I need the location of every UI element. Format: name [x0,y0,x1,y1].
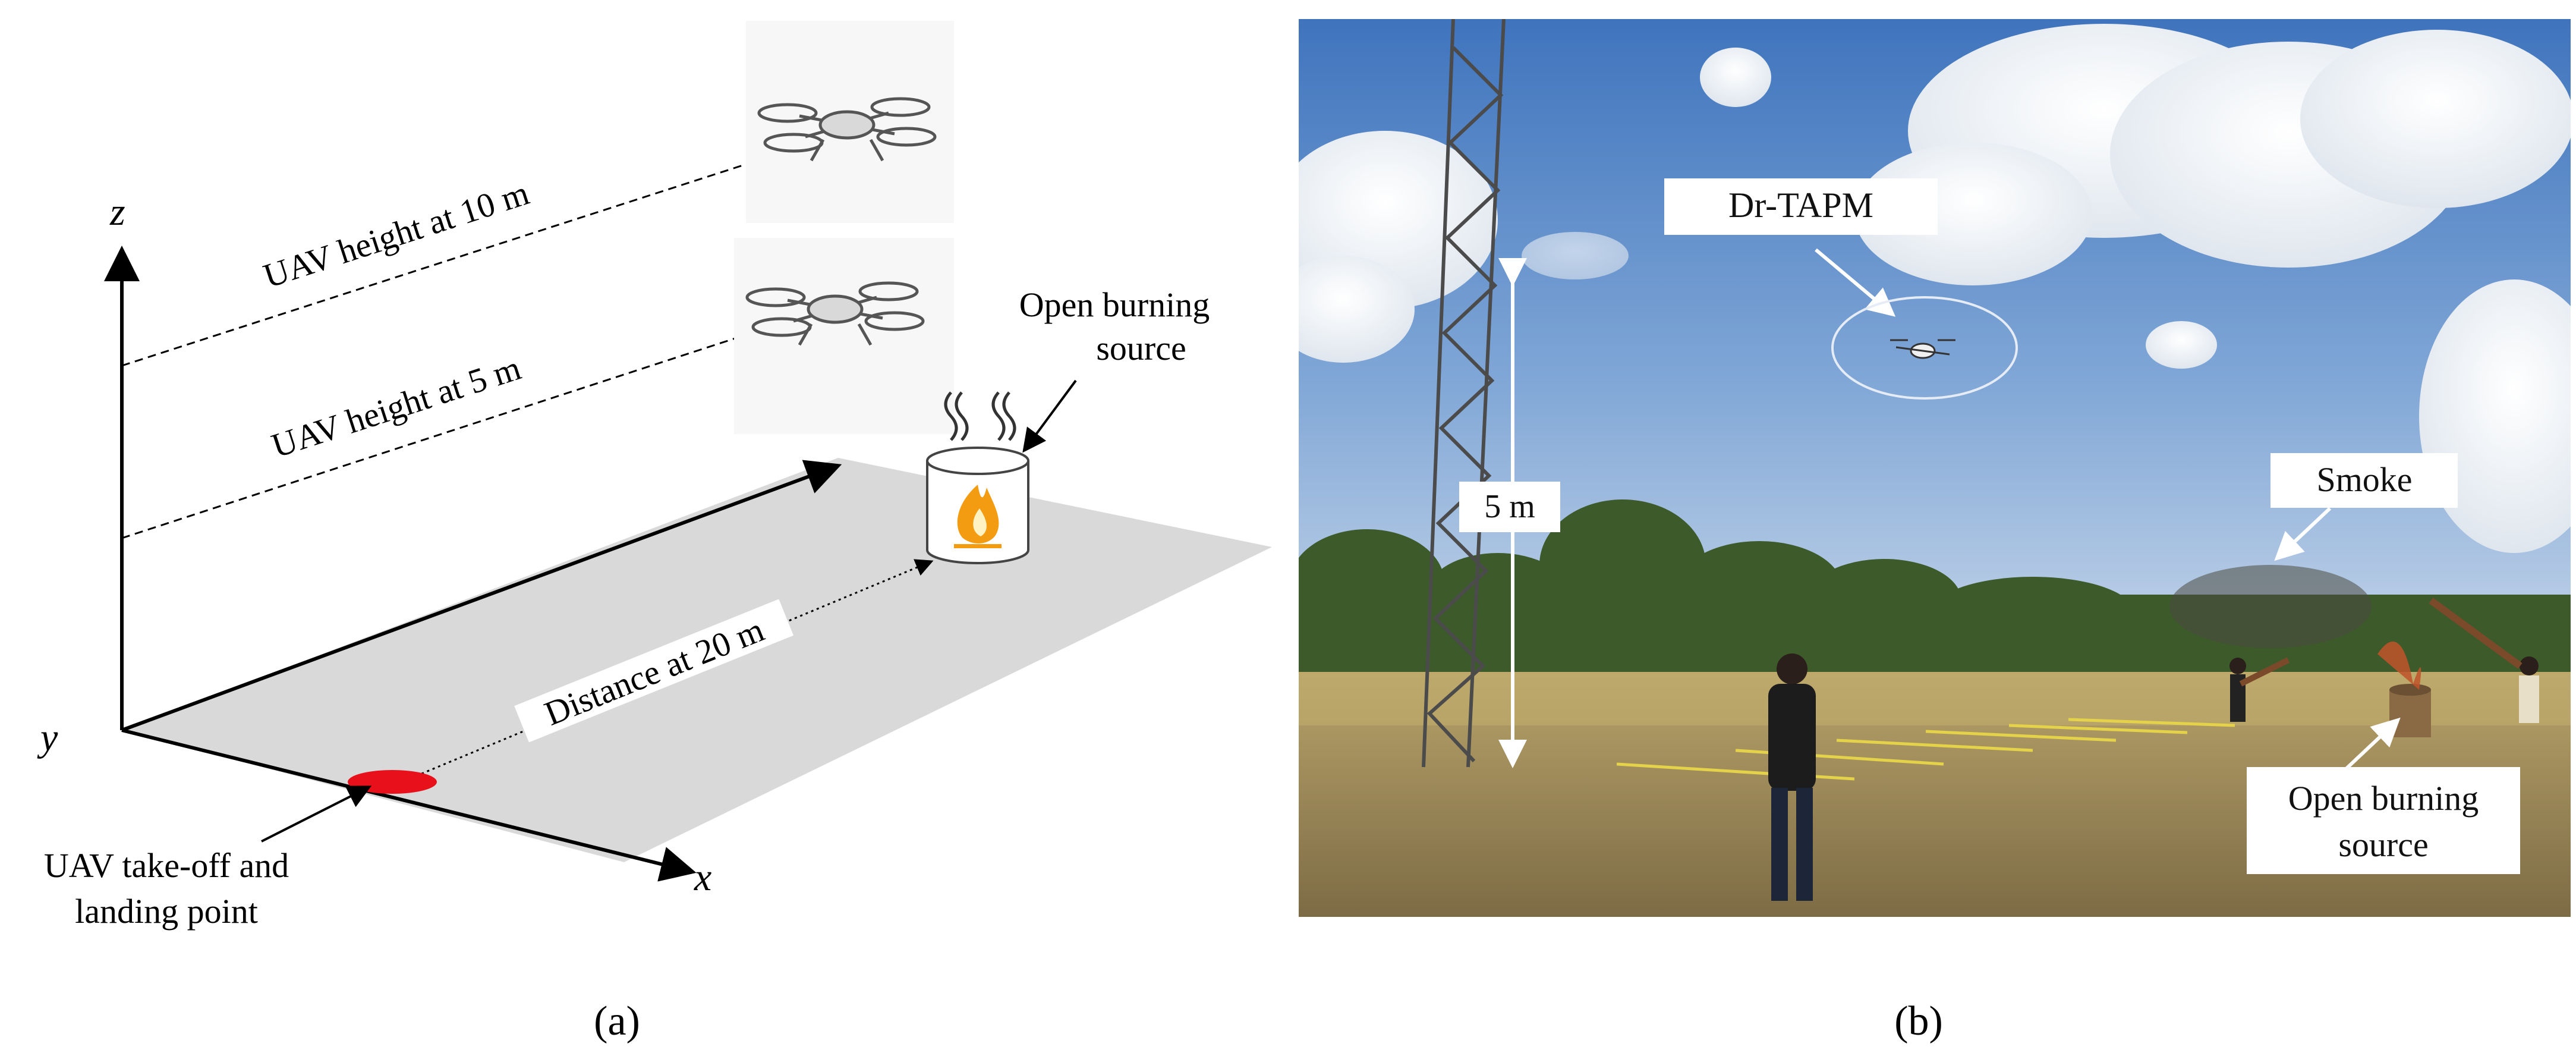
height-10-line [121,156,767,367]
source-label-line2: source [2338,825,2428,864]
drone-image-5m [734,238,954,434]
panel-a-diagram: z y x UAV height at 10 m UAV height at 5… [37,21,1272,1044]
lattice-tower [1422,19,1506,768]
takeoff-pointer [261,785,372,843]
y-axis-arrow [121,460,842,732]
source-label-line1: Open burning [2288,779,2479,818]
source-pointer [2343,717,2401,772]
workers [2229,598,2539,723]
source-pointer [1022,379,1077,453]
x-axis-label: x [694,856,711,899]
distance-line [415,559,934,777]
source-label-line2: source [1096,329,1186,367]
drone-image-10m [746,21,954,223]
drone-icon [1890,339,1955,359]
drone-icon [745,281,925,346]
device-highlight [1831,296,2018,400]
smoke-pointer [2274,507,2332,561]
smoke-label: Smoke [2316,460,2412,499]
x-axis [121,728,697,882]
takeoff-label-line2: landing point [75,892,258,931]
burning-source-icon [926,391,1029,564]
takeoff-label-line1: UAV take-off and [44,846,289,885]
source-label-line1: Open burning [1019,285,1210,324]
panel-a-caption: (a) [594,998,640,1044]
y-axis-label: y [37,716,58,759]
height-5-line [121,329,761,539]
operator-person [1768,653,1816,901]
panel-b-photo: 5 m Dr-TAPM Smoke Open burning source (b… [1299,19,2571,1044]
height-label: 5 m [1484,488,1535,525]
drone-icon [757,97,937,162]
height-5-label: UAV height at 5 m [267,348,525,466]
device-pointer [1815,248,1896,317]
panel-b-caption: (b) [1894,998,1943,1044]
smoke-cloud [2169,565,2372,648]
burning-barrel [2377,641,2431,737]
z-axis-label: z [109,190,125,234]
device-label: Dr-TAPM [1728,186,1873,225]
